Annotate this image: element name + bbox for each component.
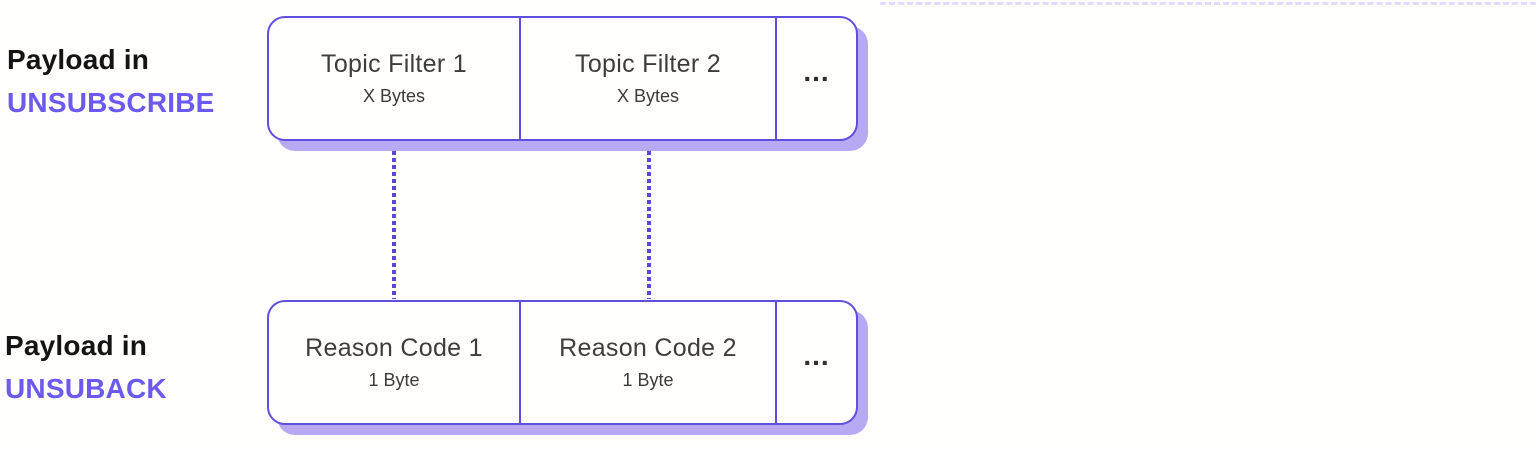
cell-size: 1 Byte [622,370,674,390]
unsuback-packet-name: UNSUBACK [5,373,167,404]
ellipsis-cell: ... [777,18,856,139]
payload-in-text: Payload in [7,44,150,75]
cell-size: X Bytes [362,86,426,106]
cell-title: Topic Filter 2 [575,50,721,78]
dotted-connector-left [392,151,396,299]
unsuback-payload-label: Payload in UNSUBACK [5,330,167,405]
ellipsis-text: ... [803,339,830,371]
cell-title: Topic Filter 1 [321,50,467,78]
cropped-dashed-border-line [880,2,1536,5]
cell-title: Reason Code 1 [305,334,483,362]
dotted-connector-right [647,151,651,299]
reason-code-1-cell: Reason Code 1 1 Byte [269,302,521,423]
ellipsis-cell: ... [777,302,856,423]
unsubscribe-payload-box: Topic Filter 1 X Bytes Topic Filter 2 X … [267,16,858,141]
cell-size: 1 Byte [368,370,420,390]
cell-title: Reason Code 2 [559,334,737,362]
topic-filter-1-cell: Topic Filter 1 X Bytes [269,18,521,139]
unsuback-payload-box: Reason Code 1 1 Byte Reason Code 2 1 Byt… [267,300,858,425]
topic-filter-2-cell: Topic Filter 2 X Bytes [521,18,777,139]
cell-size: X Bytes [616,86,680,106]
reason-code-2-cell: Reason Code 2 1 Byte [521,302,777,423]
unsubscribe-packet-name: UNSUBSCRIBE [7,87,215,118]
unsubscribe-payload-label: Payload in UNSUBSCRIBE [7,44,215,119]
payload-in-text: Payload in [5,330,148,361]
ellipsis-text: ... [803,55,830,87]
